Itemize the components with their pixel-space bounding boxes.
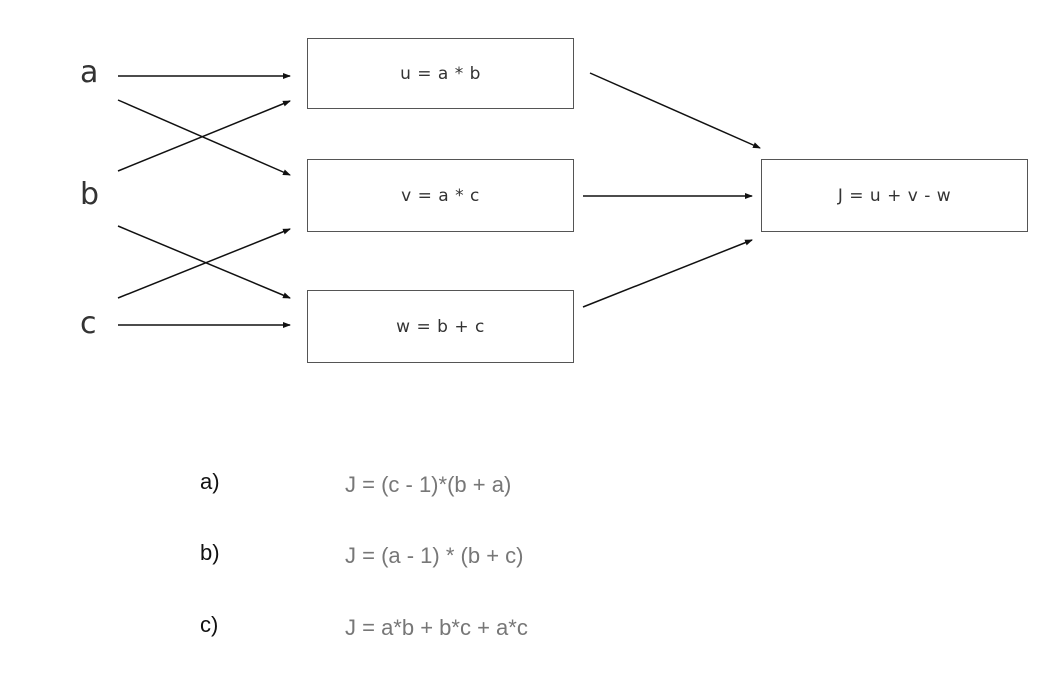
- node-u-label: u = a * b: [400, 63, 481, 84]
- node-u-box: u = a * b: [307, 38, 574, 109]
- node-w-label: w = b + c: [396, 316, 485, 337]
- option-b-expression: J = (a - 1) * (b + c): [345, 543, 524, 568]
- edge-c-to-v: [117, 228, 291, 299]
- node-j-label: J = u + v - w: [837, 185, 952, 206]
- node-j-box: J = u + v - w: [761, 159, 1028, 232]
- option-a-letter: a): [200, 469, 220, 494]
- option-c-letter: c): [200, 612, 219, 637]
- edge-a-to-v: [117, 99, 291, 176]
- node-v-box: v = a * c: [307, 159, 574, 232]
- option-c-expression: J = a*b + b*c + a*c: [345, 615, 528, 640]
- node-v-label: v = a * c: [401, 185, 480, 206]
- edge-u-to-j: [589, 72, 761, 149]
- edge-w-to-j: [582, 239, 753, 308]
- option-a-expression: J = (c - 1)*(b + a): [345, 472, 512, 497]
- edge-b-to-u: [117, 100, 291, 172]
- edge-b-to-w: [117, 225, 291, 299]
- option-b-letter: b): [200, 540, 220, 565]
- input-a-label: a: [80, 55, 99, 90]
- input-c-label: c: [80, 306, 97, 341]
- input-b-label: b: [80, 177, 100, 212]
- node-w-box: w = b + c: [307, 290, 574, 363]
